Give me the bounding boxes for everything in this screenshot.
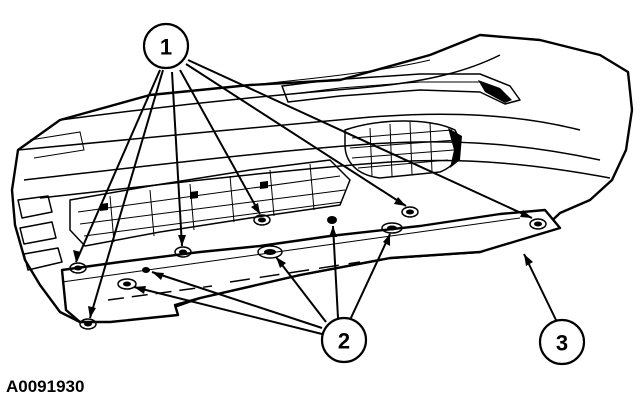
screw [381, 222, 403, 234]
callout-1-leaders [73, 59, 533, 319]
figure-id-label: A0091930 [6, 377, 84, 396]
retainer [69, 262, 87, 274]
callout-3-number: 3 [556, 331, 568, 356]
screws [117, 216, 403, 290]
retainer [79, 318, 97, 330]
screw [257, 245, 283, 259]
screw-hole [142, 267, 150, 273]
retainer [529, 218, 547, 230]
screw-hole [327, 216, 337, 224]
screw [117, 278, 137, 290]
left-grille [69, 159, 351, 247]
retainer [401, 206, 419, 218]
callout-2-number: 2 [338, 329, 350, 354]
right-grille [344, 120, 462, 179]
retainer [174, 246, 192, 258]
callout-3-leader [523, 253, 557, 321]
left-side-ribs [17, 131, 85, 271]
retainer [253, 214, 271, 226]
callout-1: 1 [142, 22, 190, 70]
callout-1-number: 1 [160, 35, 172, 60]
callout-2: 2 [320, 316, 368, 364]
pushpin-retainers [69, 206, 547, 330]
upper-vent-slot [281, 73, 521, 105]
callout-3: 3 [538, 318, 586, 366]
callout-2-leaders [133, 225, 391, 335]
